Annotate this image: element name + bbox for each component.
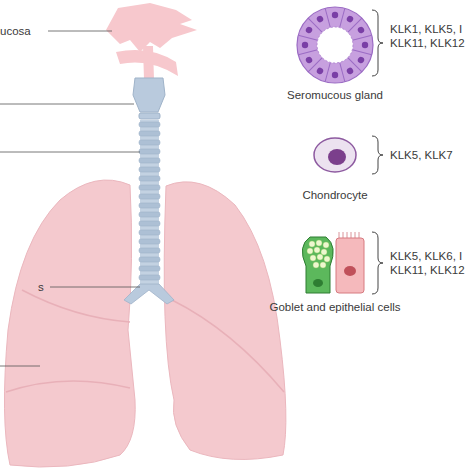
enzyme-list: KLK1, KLK5, I KLK11, KLK12 — [390, 22, 474, 50]
chondrocyte — [314, 138, 356, 172]
lobe-line — [6, 381, 130, 392]
goblet-cell — [302, 237, 333, 293]
left-lung — [4, 180, 135, 467]
right-lung — [164, 182, 286, 460]
epithelial-cell — [336, 232, 364, 293]
cell-label: Goblet and epithelial cells — [255, 300, 415, 314]
lobe-line — [172, 300, 284, 392]
trachea — [140, 120, 159, 286]
tracheal-rings — [139, 122, 160, 280]
pharynx — [143, 46, 154, 80]
brackets — [372, 10, 383, 294]
part-label: s — [38, 280, 52, 294]
larynx — [133, 78, 165, 112]
nasal-cavity — [106, 3, 197, 52]
leader-lines — [0, 31, 140, 366]
seromucous-gland — [297, 7, 373, 83]
part-label: ucosa — [0, 24, 50, 38]
cell-label: Chondrocyte — [270, 188, 400, 202]
cricoid — [139, 113, 160, 119]
enzyme-list: KLK5, KLK6, I KLK11, KLK12 — [390, 249, 474, 277]
cell-label: Seromucous gland — [270, 88, 400, 102]
enzyme-list: KLK5, KLK7 — [390, 148, 474, 162]
lobe-line — [22, 290, 130, 322]
